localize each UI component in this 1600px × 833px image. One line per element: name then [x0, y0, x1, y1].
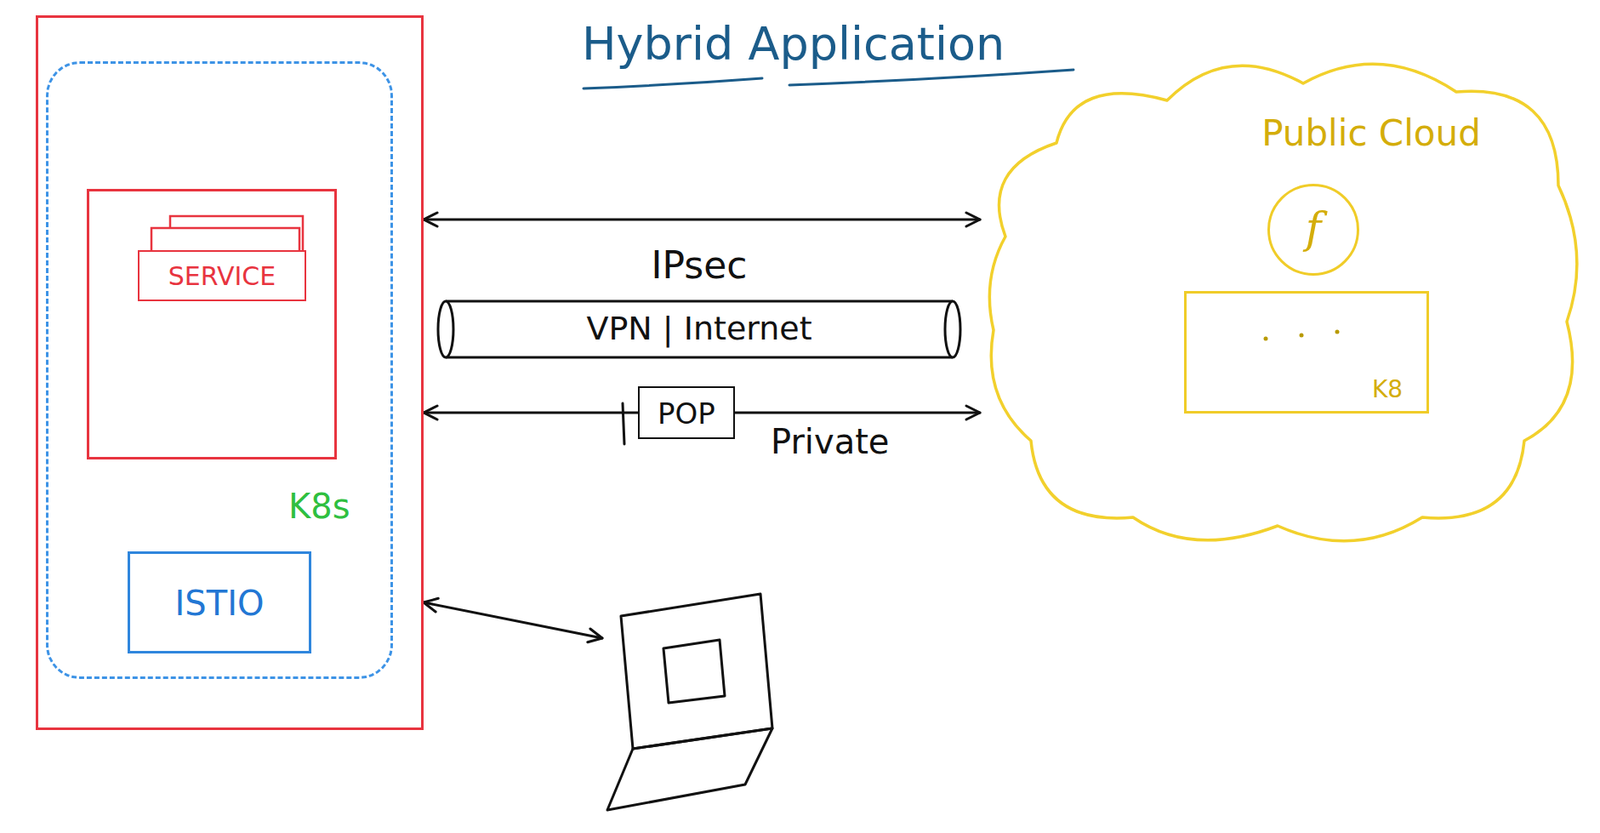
public-cloud: fK8 Public Cloud [979, 40, 1593, 562]
k8s-cluster: SERVICE ISTIO K8s [45, 61, 393, 679]
node-label: K8s [288, 487, 351, 525]
label-holder: VPN | Internet [433, 311, 965, 348]
node-label: f [1305, 204, 1322, 252]
node-label: IPsec [651, 244, 748, 286]
cloud-outline [989, 63, 1578, 541]
tunnel-end [438, 301, 454, 358]
title-underline [583, 78, 763, 89]
label-holder: IPsec [433, 244, 965, 286]
connector-arrow [734, 411, 980, 415]
connector-arrow [423, 411, 638, 415]
function-circle: f [1267, 183, 1360, 276]
pop-box: POP [637, 386, 735, 439]
ellipsis-dot [1299, 333, 1304, 338]
label-holder: f [1269, 204, 1357, 252]
ellipsis-dot [1264, 336, 1269, 342]
connector-arrow [423, 602, 603, 638]
title-holder: Hybrid Application [581, 18, 1005, 69]
tunnel-end [945, 301, 961, 358]
label-holder: K8s [288, 487, 351, 525]
cloud-k8-box: K8 [1184, 290, 1430, 414]
label-holder: SERVICE [139, 261, 305, 291]
label-holder: K8 [1372, 376, 1403, 404]
on-premises-box: SERVICE ISTIO K8s [35, 15, 424, 730]
laptop-base [607, 728, 773, 810]
edge-label-holder: Private [770, 422, 889, 461]
ellipsis-dot [1335, 330, 1340, 335]
pop-tick [622, 403, 625, 445]
node-label: SERVICE [168, 261, 276, 291]
node-label: ISTIO [175, 584, 265, 622]
istio-box: ISTIO [127, 551, 312, 654]
service-group-box: SERVICE [86, 188, 337, 460]
tunnel-wall [445, 356, 953, 359]
label-holder: POP [639, 398, 734, 430]
node-label: POP [657, 398, 716, 430]
edge-label: Private [770, 422, 889, 461]
laptop-display [663, 639, 725, 703]
title-underline [789, 69, 1074, 86]
tunnel-wall [445, 300, 953, 303]
laptop-outline [602, 586, 792, 822]
node-label: K8 [1372, 376, 1403, 404]
label-holder: Public Cloud [1218, 113, 1525, 154]
label-holder: ISTIO [130, 584, 309, 622]
laptop [602, 586, 792, 822]
service-box: SERVICE [137, 250, 307, 302]
node-label: VPN | Internet [586, 311, 812, 348]
node-label: Public Cloud [1261, 113, 1481, 154]
connector-arrow [423, 218, 980, 222]
vpn-tunnel: IPsecVPN | Internet [433, 244, 965, 361]
diagram-title: Hybrid Application [581, 18, 1005, 69]
laptop-screen [620, 593, 773, 749]
